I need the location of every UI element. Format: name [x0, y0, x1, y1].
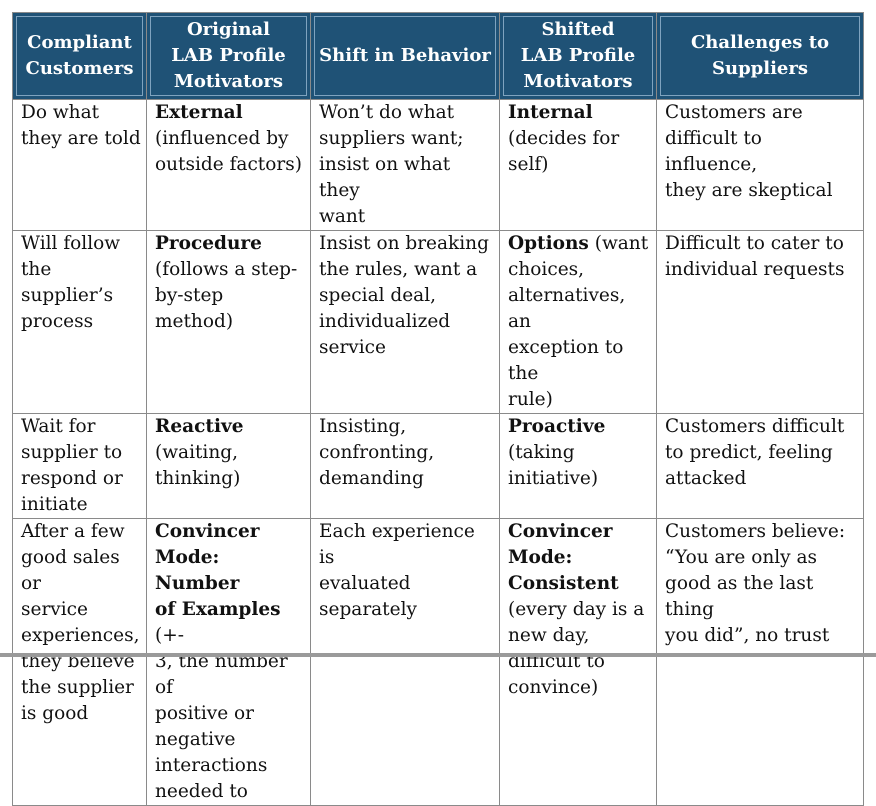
challenge-cell: Customers believe: “You are only as good…: [656, 518, 864, 806]
original-motivator-desc: (follows a step- by-step method): [155, 259, 298, 332]
header-shifted-motivators: Shifted LAB Profile Motivators: [503, 16, 653, 96]
shifted-motivator-cell: Options (want choices, alternatives, an …: [499, 230, 657, 414]
header-row: Compliant Customers Original LAB Profile…: [12, 12, 864, 100]
challenge-cell: Customers are difficult to influence, th…: [656, 99, 864, 231]
original-motivator-cell: External (influenced by outside factors): [146, 99, 311, 231]
original-motivator-name: External: [155, 102, 243, 123]
header-shift-in-behavior: Shift in Behavior: [314, 16, 496, 96]
shifted-motivator-name: Internal: [508, 102, 593, 123]
compliant-cell: Do what they are told: [12, 99, 147, 231]
original-motivator-name: Procedure: [155, 233, 262, 254]
original-motivator-name: Convincer Mode: Number of Examples: [155, 521, 281, 620]
header-challenges-to-suppliers: Challenges to Suppliers: [660, 16, 860, 96]
header-cell-challenges: Challenges to Suppliers: [656, 12, 864, 100]
header-original-motivators: Original LAB Profile Motivators: [150, 16, 307, 96]
shift-cell: Insisting, confronting, demanding: [310, 413, 500, 519]
compliant-cell: Will follow the supplier’s process: [12, 230, 147, 414]
shifted-motivator-name: Convincer Mode: Consistent: [508, 521, 619, 594]
shifted-motivator-cell: Internal (decides for self): [499, 99, 657, 231]
header-cell-shift: Shift in Behavior: [310, 12, 500, 100]
shifted-motivator-name: Options: [508, 233, 589, 254]
original-motivator-cell: Reactive (waiting, thinking): [146, 413, 311, 519]
table-row: Do what they are told External (influenc…: [12, 99, 864, 231]
shift-cell: Won’t do what suppliers want; insist on …: [310, 99, 500, 231]
challenge-cell: Customers difficult to predict, feeling …: [656, 413, 864, 519]
shifted-motivator-cell: Convincer Mode: Consistent (every day is…: [499, 518, 657, 806]
shifted-motivator-cell: Proactive (taking initiative): [499, 413, 657, 519]
challenge-cell: Difficult to cater to individual request…: [656, 230, 864, 414]
shifted-motivator-name: Proactive: [508, 416, 606, 437]
original-motivator-cell: Convincer Mode: Number of Examples (+- 3…: [146, 518, 311, 806]
header-compliant-customers: Compliant Customers: [16, 16, 143, 96]
table-row: Wait for supplier to respond or initiate…: [12, 413, 864, 519]
lab-profile-table: Compliant Customers Original LAB Profile…: [12, 12, 864, 806]
compliant-cell: Wait for supplier to respond or initiate: [12, 413, 147, 519]
shift-cell: Each experience is evaluated separately: [310, 518, 500, 806]
table-row: Will follow the supplier’s process Proce…: [12, 230, 864, 414]
bottom-divider: [0, 653, 876, 657]
original-motivator-cell: Procedure (follows a step- by-step metho…: [146, 230, 311, 414]
table-row: After a few good sales or service experi…: [12, 518, 864, 806]
compliant-cell: After a few good sales or service experi…: [12, 518, 147, 806]
header-cell-original: Original LAB Profile Motivators: [146, 12, 311, 100]
header-cell-shifted: Shifted LAB Profile Motivators: [499, 12, 657, 100]
shifted-motivator-desc: (want choices, alternatives, an exceptio…: [508, 233, 649, 410]
header-cell-compliant: Compliant Customers: [12, 12, 147, 100]
original-motivator-desc: (+- 3, the number of positive or negativ…: [155, 625, 288, 802]
original-motivator-desc: (influenced by outside factors): [155, 128, 302, 175]
shifted-motivator-desc: (decides for self): [508, 128, 620, 175]
shifted-motivator-desc: (every day is a new day, difficult to co…: [508, 599, 645, 698]
shift-cell: Insist on breaking the rules, want a spe…: [310, 230, 500, 414]
shifted-motivator-desc: (taking initiative): [508, 442, 599, 489]
original-motivator-desc: (waiting, thinking): [155, 442, 241, 489]
original-motivator-name: Reactive: [155, 416, 244, 437]
